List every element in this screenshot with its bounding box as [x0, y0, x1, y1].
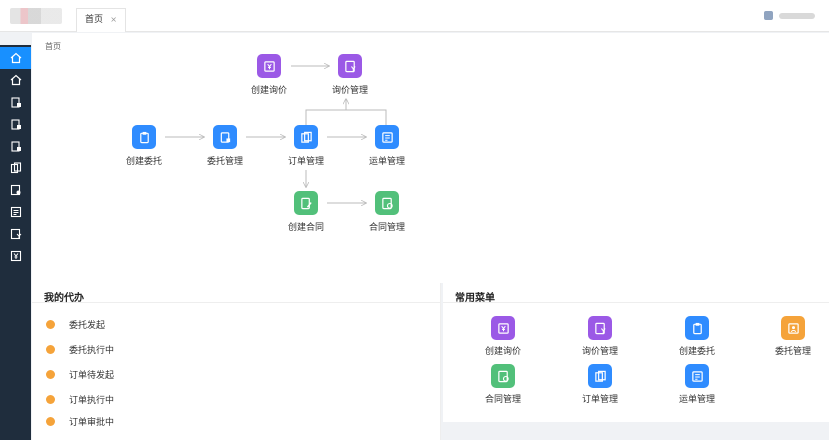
todo-item-label: 订单审批中: [69, 418, 115, 428]
copy-icon: [594, 370, 606, 382]
tab-home[interactable]: 首页 ×: [76, 8, 126, 32]
flow-node-create-contract[interactable]: 创建合同: [274, 191, 338, 233]
status-dot: [46, 417, 55, 426]
common-menu-title: 常用菜单: [443, 283, 829, 304]
flow-node-inquiry-manage[interactable]: 询价管理: [318, 54, 382, 96]
menu-label: 合同管理: [484, 395, 521, 405]
person-card-icon: [787, 322, 799, 334]
menu-order-manage[interactable]: 订单管理: [564, 364, 636, 405]
flow-label: 订单管理: [287, 157, 324, 167]
flow-label: 询价管理: [331, 86, 368, 96]
home-icon: [10, 74, 21, 86]
flow-label: 委托管理: [206, 157, 243, 167]
flow-label: 创建委托: [125, 157, 162, 167]
edit-list-icon: [381, 131, 393, 143]
flow-connectors: [165, 33, 387, 283]
todo-item-label: 订单待发起: [69, 371, 115, 381]
menu-create-commission[interactable]: 创建委托: [661, 316, 733, 357]
home-icon: [10, 52, 21, 64]
tab-close-icon[interactable]: ×: [110, 15, 117, 24]
sidebar-item-commission[interactable]: [0, 91, 31, 113]
todo-item[interactable]: 订单待发起: [46, 368, 114, 381]
sidebar: [0, 45, 31, 440]
sidebar-item-home[interactable]: [0, 69, 31, 91]
menu-label: 运单管理: [678, 395, 715, 405]
flow-node-commission-manage[interactable]: 委托管理: [193, 125, 257, 167]
sidebar-item-transport[interactable]: [0, 201, 31, 223]
yen-document-icon: [497, 322, 509, 334]
menu-create-inquiry[interactable]: 创建询价: [467, 316, 539, 357]
todo-item[interactable]: 订单审批中: [46, 415, 114, 428]
edit-list-icon: [691, 370, 703, 382]
menu-commission-manage[interactable]: 委托管理: [757, 316, 829, 357]
todo-item[interactable]: 订单执行中: [46, 393, 114, 406]
file-yen-icon: [10, 228, 21, 240]
clipboard-lock-icon: [10, 119, 21, 130]
flow-node-transport-manage[interactable]: 运单管理: [355, 125, 419, 167]
clipboard-lock-icon: [220, 131, 230, 143]
file-settings-icon: [381, 197, 393, 209]
menu-label: 订单管理: [581, 395, 618, 405]
flow-label: 创建询价: [250, 86, 287, 96]
logo: [10, 8, 62, 24]
menu-transport-manage[interactable]: 运单管理: [661, 364, 733, 405]
flow-label: 合同管理: [368, 223, 405, 233]
file-settings-icon: [497, 370, 509, 382]
user-menu[interactable]: [764, 11, 815, 20]
sidebar-item-commission-manage[interactable]: [0, 113, 31, 135]
clipboard-lock-icon: [10, 97, 21, 108]
copy-icon: [300, 131, 312, 143]
flow-label: 创建合同: [287, 223, 324, 233]
yen-box-icon: [10, 250, 21, 262]
flow-node-order-manage[interactable]: 订单管理: [274, 125, 338, 167]
clipboard-icon: [139, 131, 149, 143]
todo-item-label: 订单执行中: [69, 396, 115, 406]
menu-inquiry-manage[interactable]: 询价管理: [564, 316, 636, 357]
status-dot: [46, 320, 55, 329]
todo-title: 我的代办: [32, 283, 440, 304]
sidebar-item-price[interactable]: [0, 245, 31, 267]
status-dot: [46, 395, 55, 404]
sidebar-item-home-active[interactable]: [0, 47, 31, 69]
common-menu-panel: 常用菜单 创建询价 询价管理 创建委托 委托管理 合同管理 订单管理 运单管理: [443, 283, 829, 422]
todo-item[interactable]: 委托执行中: [46, 343, 114, 356]
main-content: 首页 创建询价 询价管理 创建委托 委托管理 订单管理 运单管理: [32, 33, 829, 283]
status-dot: [46, 370, 55, 379]
yen-document-icon: [263, 60, 275, 72]
todo-item-label: 委托执行中: [69, 346, 115, 356]
file-yen-icon: [594, 322, 606, 334]
user-name-blurred: [779, 12, 815, 19]
flow-node-create-inquiry[interactable]: 创建询价: [237, 54, 301, 96]
copy-icon: [10, 162, 21, 174]
sidebar-item-contract[interactable]: [0, 179, 31, 201]
clipboard-icon: [692, 322, 702, 334]
menu-label: 委托管理: [774, 347, 811, 357]
status-dot: [46, 345, 55, 354]
sidebar-item-settlement[interactable]: [0, 223, 31, 245]
flow-label: 运单管理: [368, 157, 405, 167]
menu-label: 创建委托: [678, 347, 715, 357]
menu-label: 创建询价: [484, 347, 521, 357]
clipboard-lock-icon: [10, 141, 21, 152]
todo-item-label: 委托发起: [69, 321, 106, 331]
menu-contract-manage[interactable]: 合同管理: [467, 364, 539, 405]
tab-home-label: 首页: [85, 15, 104, 25]
sidebar-item-order[interactable]: [0, 157, 31, 179]
menu-label: 询价管理: [581, 347, 618, 357]
user-icon: [764, 11, 773, 20]
todo-item[interactable]: 委托发起: [46, 318, 105, 331]
file-settings-icon: [10, 184, 20, 196]
edit-list-icon: [10, 206, 21, 218]
top-bar: 首页 ×: [0, 0, 829, 32]
flow-node-contract-manage[interactable]: 合同管理: [355, 191, 419, 233]
file-edit-icon: [300, 197, 312, 209]
todo-panel: 我的代办 委托发起 委托执行中 订单待发起 订单执行中 订单审批中: [32, 283, 441, 440]
flow-node-create-commission[interactable]: 创建委托: [112, 125, 176, 167]
breadcrumb: 首页: [45, 42, 61, 51]
file-yen-icon: [344, 60, 356, 72]
sidebar-item-inquiry[interactable]: [0, 135, 31, 157]
